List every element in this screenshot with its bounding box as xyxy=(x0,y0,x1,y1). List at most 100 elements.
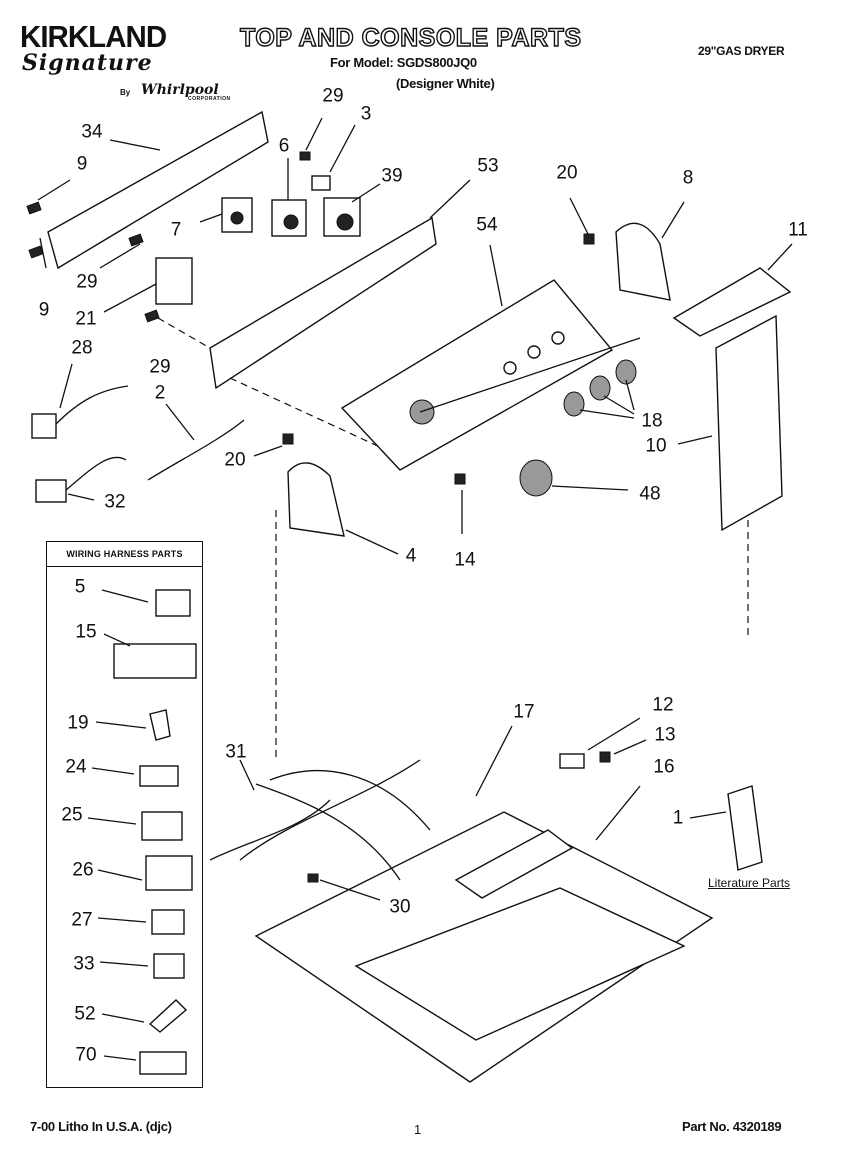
screw-20a xyxy=(583,233,595,245)
button-18a xyxy=(615,359,637,385)
callout-28: 28 xyxy=(71,337,93,359)
dash-29c xyxy=(157,317,211,349)
literature-1 xyxy=(727,785,763,871)
leader-8 xyxy=(661,201,685,239)
leader-54 xyxy=(489,244,503,307)
brand-script: Signature xyxy=(22,50,153,76)
part-3 xyxy=(311,175,331,191)
dryer-type: 29"GAS DRYER xyxy=(698,44,785,58)
wire-31a xyxy=(255,783,401,881)
wiring-harness-title: WIRING HARNESS PARTS xyxy=(47,542,202,567)
hl-5 xyxy=(101,589,149,603)
harness-callout-5: 5 xyxy=(74,576,86,598)
callout-6: 6 xyxy=(278,135,290,157)
leader-13 xyxy=(613,739,647,755)
leader-10 xyxy=(677,435,713,445)
hl-26 xyxy=(97,869,143,881)
rear-panel-shape xyxy=(47,110,269,270)
page-title: TOP AND CONSOLE PARTS xyxy=(239,23,582,52)
callout-29: 29 xyxy=(322,85,344,107)
callout-20: 20 xyxy=(224,449,246,471)
model-color: (Designer White) xyxy=(396,76,495,91)
callout-18: 18 xyxy=(641,410,663,432)
leader-48 xyxy=(551,485,629,491)
screw-20b xyxy=(282,433,294,445)
hp-19 xyxy=(149,709,171,741)
callout-31: 31 xyxy=(225,741,247,763)
hp-70 xyxy=(139,1051,187,1075)
callout-48: 48 xyxy=(639,483,661,505)
whirlpool-corporation: CORPORATION xyxy=(188,96,231,102)
hl-27 xyxy=(97,917,147,923)
plug-32 xyxy=(35,479,67,503)
hl-33 xyxy=(99,961,149,967)
screw-29b xyxy=(128,233,144,247)
hl-24 xyxy=(91,767,135,775)
callout-53: 53 xyxy=(477,155,499,177)
harness-callout-25: 25 xyxy=(61,804,83,826)
dash-bracket xyxy=(229,377,383,449)
plug-28 xyxy=(31,413,57,439)
console-shaft xyxy=(419,337,641,413)
hl-15 xyxy=(103,633,131,647)
callout-29: 29 xyxy=(149,356,171,378)
literature-parts-label: Literature Parts xyxy=(708,876,791,890)
endcap-4 xyxy=(287,462,345,537)
leader-9a xyxy=(37,179,71,201)
switch-39-knob xyxy=(336,213,354,231)
callout-14: 14 xyxy=(454,549,476,571)
leader-21 xyxy=(103,283,157,313)
timer-21 xyxy=(155,257,193,305)
whirlpool-logo: Whirlpool xyxy=(141,82,219,98)
screw-9a xyxy=(26,201,42,215)
button-18c xyxy=(563,391,585,417)
leader-4 xyxy=(345,529,399,555)
leader-39 xyxy=(351,183,381,203)
callout-7: 7 xyxy=(170,219,182,241)
console-hole-b xyxy=(527,345,541,359)
callout-17: 17 xyxy=(513,701,535,723)
lint-screen-10 xyxy=(715,314,783,532)
footer-litho: 7-00 Litho In U.S.A. (djc) xyxy=(30,1119,172,1134)
console-hole-c xyxy=(551,331,565,345)
leader-12 xyxy=(587,717,641,751)
harness-callout-24: 24 xyxy=(65,756,87,778)
leader-34 xyxy=(109,139,161,151)
hp-25 xyxy=(141,811,183,841)
leader-18c xyxy=(579,409,635,419)
callout-1: 1 xyxy=(672,807,684,829)
screw-29c xyxy=(144,309,160,323)
hp-52 xyxy=(148,999,188,1033)
hp-15 xyxy=(113,643,197,679)
footer-page-number: 1 xyxy=(414,1122,422,1137)
switch-7 xyxy=(221,197,253,233)
leader-29b xyxy=(99,243,141,269)
callout-3: 3 xyxy=(360,103,372,125)
model-number: For Model: SGDS800JQ0 xyxy=(330,55,477,70)
hp-33 xyxy=(153,953,185,979)
hl-70 xyxy=(103,1055,137,1061)
screw-13 xyxy=(599,751,611,763)
callout-34: 34 xyxy=(81,121,103,143)
leader-16 xyxy=(595,785,641,841)
leader-29a xyxy=(305,117,323,151)
harness-callout-27: 27 xyxy=(71,909,93,931)
wire-32 xyxy=(65,456,127,491)
screw-14 xyxy=(454,473,466,485)
callout-2: 2 xyxy=(154,382,166,404)
wire-31b xyxy=(239,759,421,861)
leader-3 xyxy=(329,124,356,173)
leader-1 xyxy=(689,811,727,819)
callout-10: 10 xyxy=(645,435,667,457)
brand-logo: KIRKLAND xyxy=(20,19,167,54)
harness-callout-19: 19 xyxy=(67,712,89,734)
callout-9: 9 xyxy=(76,153,88,175)
screw-29a xyxy=(299,151,311,161)
brand-by: By xyxy=(120,88,131,97)
callout-29: 29 xyxy=(76,271,98,293)
hl-25 xyxy=(87,817,137,825)
wiring-harness-box: WIRING HARNESS PARTS xyxy=(46,541,203,1088)
lint-opening xyxy=(454,829,574,899)
